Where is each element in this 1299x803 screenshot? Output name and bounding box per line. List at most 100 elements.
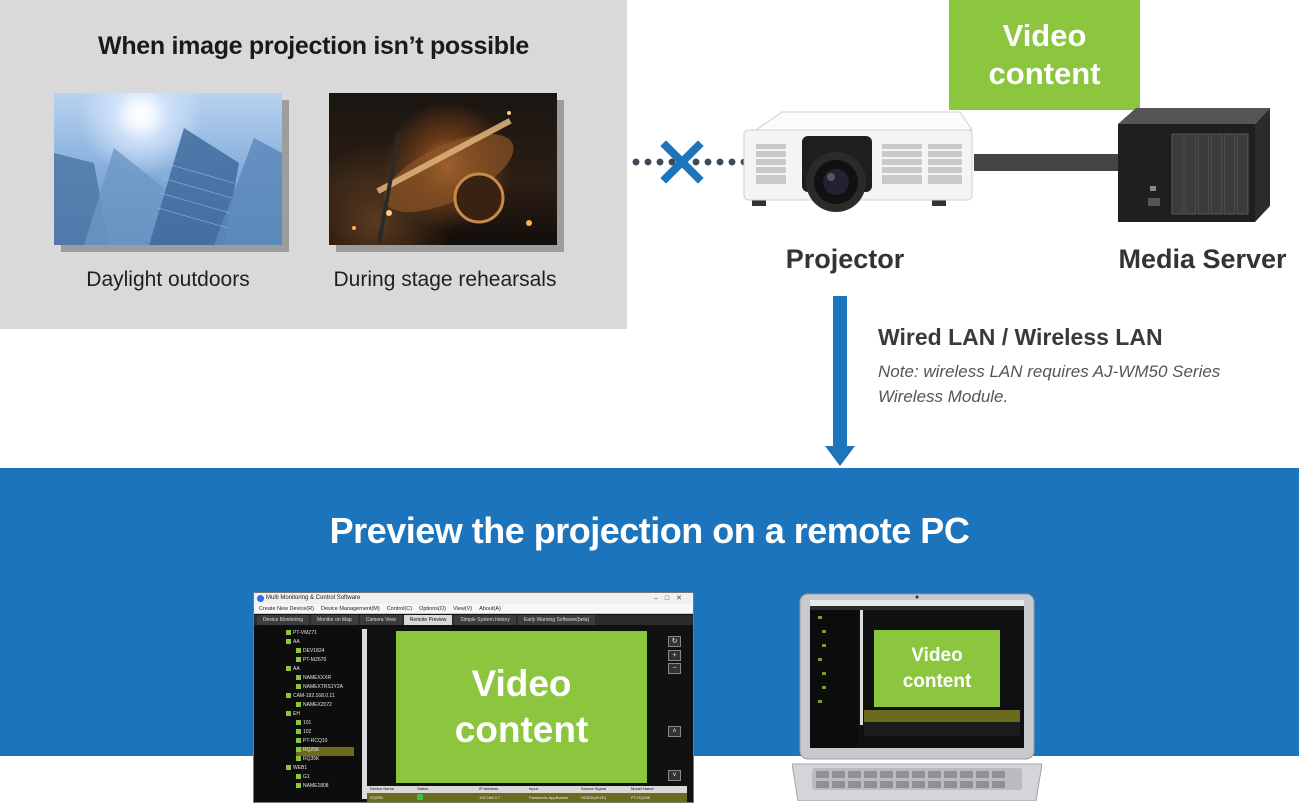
table-row[interactable]: RQ25K 192.168.0.7 Panasonic Application … (367, 793, 687, 802)
folder-icon (286, 765, 291, 771)
arrow-down-icon (825, 446, 855, 466)
menu-item[interactable]: View(V) (452, 605, 473, 612)
cross-icon (660, 140, 704, 184)
tree-item[interactable]: PT-RCQ10 (296, 738, 327, 747)
tree-item[interactable]: EH (286, 711, 300, 720)
table-header[interactable]: Status (417, 786, 429, 791)
preview-text: Video content (454, 663, 589, 750)
tree-item[interactable]: NAMEXTRS1Y2A (296, 684, 343, 693)
menu-item[interactable]: Create New Device(R) (259, 605, 315, 612)
device-icon (296, 684, 301, 690)
menu-item[interactable]: About(A) (479, 605, 501, 612)
tab-early-warning[interactable]: Early Warning Software(beta) (517, 615, 596, 625)
window-controls[interactable]: –□✕ (654, 595, 689, 602)
tree-item[interactable]: NAMEXXXR (296, 675, 331, 684)
window-titlebar: Multi Monitoring & Control Software –□✕ (254, 593, 693, 604)
table-header[interactable]: Source Signal (581, 786, 606, 791)
menu-item[interactable]: Control(C) (386, 605, 413, 612)
refresh-icon[interactable]: ↻ (668, 636, 681, 647)
laptop-preview-pane: Video content (874, 630, 1000, 707)
device-icon (296, 783, 301, 789)
stage-caption: During stage rehearsals (333, 268, 557, 291)
tree-item[interactable]: RQ35K (296, 756, 319, 765)
menu-item[interactable]: Device Management(M) (321, 605, 380, 612)
media-server-icon (1118, 108, 1270, 222)
tree-item[interactable]: WEB1 (286, 765, 307, 774)
tree-item[interactable]: G1 (296, 774, 310, 783)
table-cell: 192.168.0.7 (479, 795, 501, 800)
projector-label: Projector (785, 244, 905, 274)
status-icon (417, 794, 423, 800)
tab-camera-view[interactable]: Camera View (359, 615, 402, 625)
table-cell: PT-RQ25K (631, 795, 651, 800)
table-cell: HDSDI(4K2K) (581, 795, 606, 800)
connection-title: Wired LAN / Wireless LAN (878, 324, 1163, 350)
tree-scrollbar[interactable] (362, 629, 367, 799)
device-icon (296, 657, 301, 663)
table-cell: Panasonic Application (529, 795, 569, 800)
video-content-box: Video content (949, 0, 1140, 110)
table-header[interactable]: Input (529, 786, 538, 791)
device-icon (296, 738, 301, 744)
remote-preview-pane: Video content (396, 631, 647, 783)
connection-note: Note: wireless LAN requires AJ-WM50 Seri… (878, 362, 1221, 406)
window-title: Multi Monitoring & Control Software (266, 595, 361, 601)
table-header[interactable]: Device Name (370, 786, 395, 791)
tree-item[interactable]: 102 (296, 729, 311, 738)
video-content-label: Video content (988, 18, 1101, 91)
tree-item[interactable]: CAM-192.168.0.11 (286, 693, 335, 702)
laptop-preview-text: Video content (902, 644, 972, 692)
tree-item[interactable]: PT-VMZ71 (286, 630, 317, 639)
device-icon (296, 702, 301, 708)
server-cable (974, 154, 1119, 171)
table-header[interactable]: IP Address (479, 786, 499, 791)
stage-rehearsal-photo (329, 93, 557, 245)
media-server-label: Media Server (1118, 244, 1287, 274)
zoom-in-icon[interactable]: + (668, 650, 681, 661)
table-header[interactable]: Model Name (631, 786, 654, 791)
menu-item[interactable]: Options(O) (419, 605, 446, 612)
tab-simple-system-history[interactable]: Simple System history (454, 615, 516, 625)
tab-remote-preview[interactable]: Remote Preview (403, 615, 453, 625)
device-icon (296, 774, 301, 780)
device-icon (296, 756, 301, 762)
daylight-outdoors-photo (54, 93, 282, 245)
daylight-caption: Daylight outdoors (86, 268, 250, 291)
network-arrow-shaft (833, 296, 847, 448)
folder-icon (286, 666, 291, 672)
folder-icon (286, 711, 291, 717)
folder-icon (286, 639, 291, 645)
device-icon (296, 729, 301, 735)
laptop-pc: Video content (792, 592, 1042, 801)
panel-title: When image projection isn’t possible (98, 32, 529, 60)
tree-item[interactable]: 101 (296, 720, 311, 729)
device-table: Device Name Status IP Address Input Sour… (367, 786, 687, 802)
table-cell: RQ25K (370, 795, 384, 800)
menu-bar: Create New Device(R) Device Management(M… (254, 604, 693, 614)
app-icon (257, 595, 264, 602)
tree-item[interactable]: PT-MZ670 (296, 657, 326, 666)
scroll-up-icon[interactable]: ˄ (668, 726, 681, 737)
tree-item[interactable]: DEV1824 (296, 648, 324, 657)
band-title: Preview the projection on a remote PC (329, 510, 970, 551)
zoom-out-icon[interactable]: − (668, 663, 681, 674)
device-tree: PT-VMZ71 AA DEV1824 PT-MZ670 AA NAMEXXXR… (254, 627, 364, 802)
device-icon (296, 720, 301, 726)
tree-item[interactable]: AA (286, 639, 300, 648)
device-icon (296, 648, 301, 654)
tab-monitor-on-map[interactable]: Monitor on Map (311, 615, 358, 625)
device-icon (286, 630, 291, 636)
projector-icon (743, 111, 973, 212)
device-icon (296, 747, 301, 753)
tab-device-monitoring[interactable]: Device Monitoring (257, 615, 310, 625)
folder-icon (286, 693, 291, 699)
software-window: Multi Monitoring & Control Software –□✕ … (253, 592, 694, 803)
device-icon (296, 675, 301, 681)
tree-item-selected[interactable]: RQ25K (296, 747, 354, 756)
tree-item[interactable]: NAMEX2072 (296, 702, 332, 711)
tab-bar: Device Monitoring Monitor on Map Camera … (254, 615, 693, 625)
tree-item[interactable]: NAME1808 (296, 783, 329, 792)
tree-item[interactable]: AA (286, 666, 300, 675)
scroll-down-icon[interactable]: ˅ (668, 770, 681, 781)
preview-toolbar: ↻ + − ˄ ˅ (666, 636, 682, 781)
